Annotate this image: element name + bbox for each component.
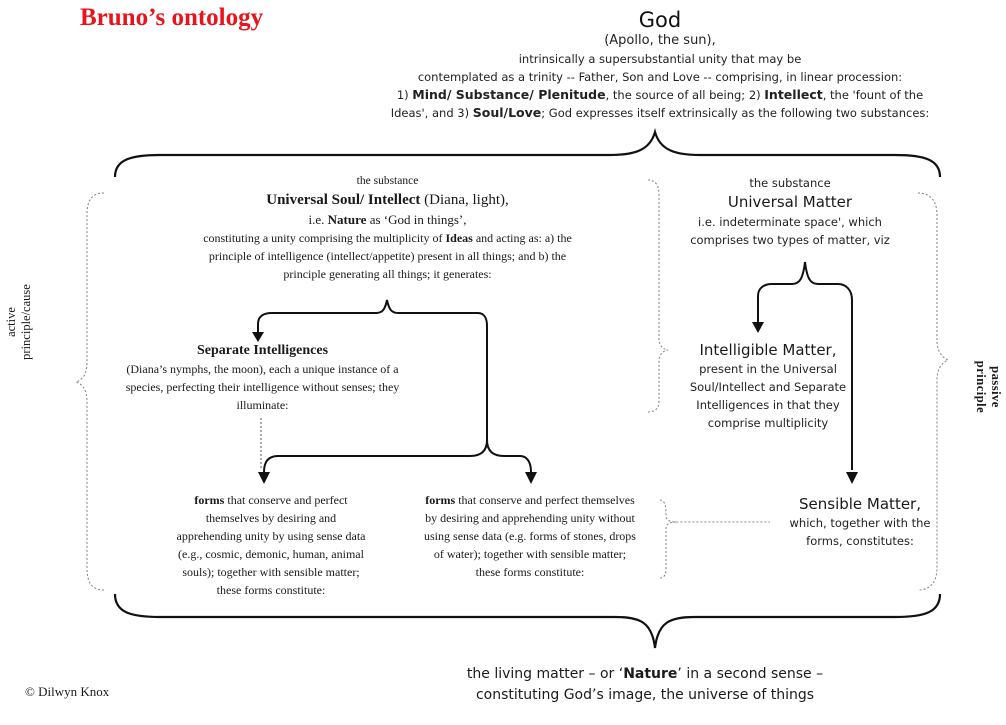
- nature-line-1: the living matter – or ‘Nature’ in a sec…: [430, 664, 860, 685]
- god-line-3-mid: , the source of all being; 2): [605, 88, 765, 102]
- god-block: God (Apollo, the sun), intrinsically a s…: [360, 8, 960, 122]
- separate-heading: Separate Intelligences: [196, 343, 329, 358]
- god-line-4-prefix: Ideas', and 3): [390, 106, 473, 120]
- intellect-term: Intellect: [764, 87, 823, 102]
- separate-intelligences-block: Separate Intelligences (Diana’s nymphs, …: [100, 342, 425, 414]
- top-brace: [113, 127, 942, 178]
- soul-line-3: constituting a unity comprising the mult…: [160, 229, 615, 247]
- soul-line-2-prefix: i.e.: [308, 212, 328, 227]
- diagram-title: Bruno’s ontology: [80, 4, 264, 31]
- forms-left-line-5: souls); together with sensible matter;: [182, 565, 360, 579]
- forms-left-line-1-rest: that conserve and perfect: [224, 493, 348, 507]
- soul-line-3-prefix: constituting a unity comprising the mult…: [203, 231, 446, 245]
- forms-right-line-1-rest: that conserve and perfect themselves: [455, 493, 635, 507]
- forms-right-term: forms: [425, 493, 456, 507]
- soul-kicker: the substance: [356, 175, 419, 187]
- soul-line-4: principle of intelligence (intellect/app…: [208, 249, 567, 263]
- active-label-line-2: principle/cause: [19, 284, 33, 360]
- separate-line-1: (Diana’s nymphs, the moon), each a uniqu…: [126, 362, 399, 376]
- soul-heading-bold: Universal Soul/ Intellect: [266, 192, 421, 208]
- universal-soul-block: the substance Universal Soul/ Intellect …: [160, 172, 615, 283]
- god-heading: God: [638, 8, 682, 32]
- soul-to-forms-left: [263, 439, 488, 473]
- universal-matter-block: the substance Universal Matter i.e. inde…: [680, 174, 900, 249]
- intelligible-heading: Intelligible Matter,: [699, 341, 837, 359]
- soul-branch-brace: [257, 299, 488, 440]
- middle-dotted-brace: [647, 179, 669, 413]
- bottom-brace: [113, 593, 942, 649]
- god-subtitle: (Apollo, the sun),: [604, 33, 716, 48]
- soul-love-term: Soul/Love: [472, 105, 542, 120]
- active-principle-label: active principle/cause: [4, 272, 34, 372]
- forms-left-line-2: themselves by desiring and: [205, 511, 337, 525]
- ideas-term: Ideas: [445, 231, 473, 245]
- arrowhead-sensible: [846, 472, 858, 484]
- soul-heading: Universal Soul/ Intellect (Diana, light)…: [160, 190, 615, 211]
- forms-left-term: forms: [194, 493, 225, 507]
- intelligible-line-3: Intelligences in that they: [696, 398, 840, 412]
- arrowhead-forms-right: [525, 472, 537, 484]
- soul-line-3-suffix: and acting as: a) the: [472, 231, 572, 245]
- passive-dotted-brace: [917, 192, 950, 591]
- arrowhead-forms-left: [258, 472, 270, 484]
- god-line-3-prefix: 1): [396, 88, 413, 102]
- forms-left-line-4: (e.g., cosmic, demonic, human, animal: [178, 547, 364, 561]
- forms-left-line-1: forms that conserve and perfect: [140, 491, 402, 509]
- soul-heading-rest: (Diana, light),: [420, 192, 509, 208]
- god-line-4: Ideas', and 3) Soul/Love; God expresses …: [360, 104, 960, 122]
- god-line-3: 1) Mind/ Substance/ Plenitude, the sourc…: [360, 86, 960, 104]
- matter-line-2: comprises two types of matter, viz: [690, 233, 890, 247]
- nature-line-1-suffix: ’ in a second sense –: [677, 666, 824, 682]
- nature-line-1-prefix: the living matter – or ‘: [466, 666, 624, 682]
- forms-left-line-6: these forms constitute:: [216, 583, 326, 597]
- passive-label-line-1: passive: [989, 366, 1003, 408]
- sensible-line-2: forms, constitutes:: [806, 534, 914, 548]
- soul-to-forms-right: [486, 439, 532, 473]
- nature-second-sense-term: Nature: [623, 666, 678, 682]
- forms-right-line-1: forms that conserve and perfect themselv…: [400, 491, 660, 509]
- separate-line-2: species, perfecting their intelligence w…: [125, 380, 400, 394]
- sensible-heading: Sensible Matter,: [799, 495, 921, 513]
- god-line-1: intrinsically a supersubstantial unity t…: [518, 52, 802, 66]
- passive-principle-label: passive principle: [973, 337, 1003, 437]
- intelligible-line-4: comprise multiplicity: [707, 416, 829, 430]
- intelligible-matter-block: Intelligible Matter, present in the Univ…: [668, 340, 868, 432]
- mind-substance-plenitude-term: Mind/ Substance/ Plenitude: [412, 87, 606, 102]
- arrowhead-separate: [252, 332, 264, 342]
- nature-term: Nature: [327, 212, 367, 227]
- forms-right-line-4: of water); together with sensible matter…: [433, 547, 627, 561]
- forms-right-line-2: by desiring and apprehending unity witho…: [425, 511, 635, 525]
- living-matter-block: the living matter – or ‘Nature’ in a sec…: [430, 664, 860, 706]
- forms-with-senses-block: forms that conserve and perfect themselv…: [140, 491, 402, 599]
- arrowhead-intelligible: [752, 322, 764, 333]
- nature-line-2: constituting God’s image, the universe o…: [475, 687, 815, 703]
- matter-branch-brace: [757, 261, 853, 470]
- god-line-2: contemplated as a trinity -- Father, Son…: [417, 70, 903, 84]
- god-line-4-suffix: ; God expresses itself extrinsically as …: [541, 106, 930, 120]
- copyright-credit: © Dilwyn Knox: [25, 684, 110, 699]
- forms-right-line-3: using sense data (e.g. forms of stones, …: [424, 529, 636, 543]
- intelligible-line-1: present in the Universal: [699, 362, 837, 376]
- matter-kicker: the substance: [749, 176, 831, 190]
- soul-line-2: i.e. Nature as ‘God in things’,: [160, 211, 615, 229]
- god-line-3-suffix: , the 'fount of the: [822, 88, 924, 102]
- forms-left-line-3: apprehending unity by using sense data: [176, 529, 366, 543]
- soul-line-5: principle generating all things; it gene…: [283, 267, 492, 281]
- sensible-matter-block: Sensible Matter, which, together with th…: [760, 494, 960, 550]
- passive-label-line-2: principle: [974, 360, 988, 414]
- matter-line-1: i.e. indeterminate space', which: [698, 215, 882, 229]
- sensible-line-1: which, together with the: [789, 516, 931, 530]
- forms-sensible-connector: [659, 499, 770, 579]
- active-label-line-1: active: [4, 307, 18, 337]
- forms-right-line-5: these forms constitute:: [475, 565, 585, 579]
- matter-heading: Universal Matter: [727, 193, 853, 211]
- soul-line-2-suffix: as ‘God in things’,: [366, 212, 467, 227]
- forms-without-senses-block: forms that conserve and perfect themselv…: [400, 491, 660, 581]
- separate-line-3: illuminate:: [236, 398, 289, 412]
- intelligible-line-2: Soul/Intellect and Separate: [689, 380, 847, 394]
